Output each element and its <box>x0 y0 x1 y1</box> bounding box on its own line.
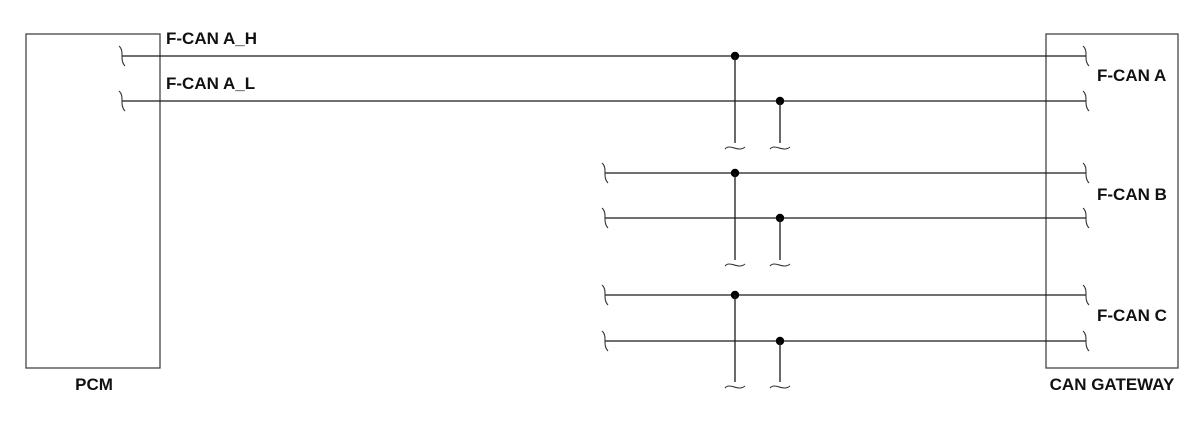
f-can-b-gateway-connector-low-icon <box>1082 207 1090 229</box>
wire-label-a-low: F-CAN A_L <box>166 74 255 93</box>
f-can-c-left-connector-low-icon <box>601 330 609 352</box>
f-can-c-low-drop-break-icon <box>769 385 791 389</box>
f-can-a-high-drop-break-icon <box>724 146 746 150</box>
f-can-b-high-drop-break-icon <box>724 263 746 267</box>
gateway-a-connector-high-icon <box>1082 45 1090 67</box>
pcm-connector-high-icon <box>118 45 126 67</box>
can-gateway-box <box>1045 33 1179 369</box>
pcm-module-box <box>25 33 161 369</box>
f-can-a-low-drop-break-icon <box>769 146 791 150</box>
f-can-b-low-drop-break-icon <box>769 263 791 267</box>
bus-label-f-can-a: F-CAN A <box>1097 66 1166 85</box>
f-can-c-high-drop-break-icon <box>724 385 746 389</box>
gateway-a-connector-low-icon <box>1082 90 1090 112</box>
can-gateway-label: CAN GATEWAY <box>1050 375 1175 394</box>
bus-label-f-can-c: F-CAN C <box>1097 306 1167 325</box>
wiring-group <box>118 45 1090 389</box>
bus-label-f-can-b: F-CAN B <box>1097 185 1167 204</box>
wire-label-a-high: F-CAN A_H <box>166 29 257 48</box>
pcm-label: PCM <box>75 375 113 394</box>
f-can-c-gateway-connector-low-icon <box>1082 330 1090 352</box>
f-can-c-gateway-connector-high-icon <box>1082 284 1090 306</box>
f-can-b-gateway-connector-high-icon <box>1082 162 1090 184</box>
f-can-b-left-connector-high-icon <box>601 162 609 184</box>
pcm-connector-low-icon <box>118 90 126 112</box>
f-can-c-left-connector-high-icon <box>601 284 609 306</box>
f-can-b-left-connector-low-icon <box>601 207 609 229</box>
